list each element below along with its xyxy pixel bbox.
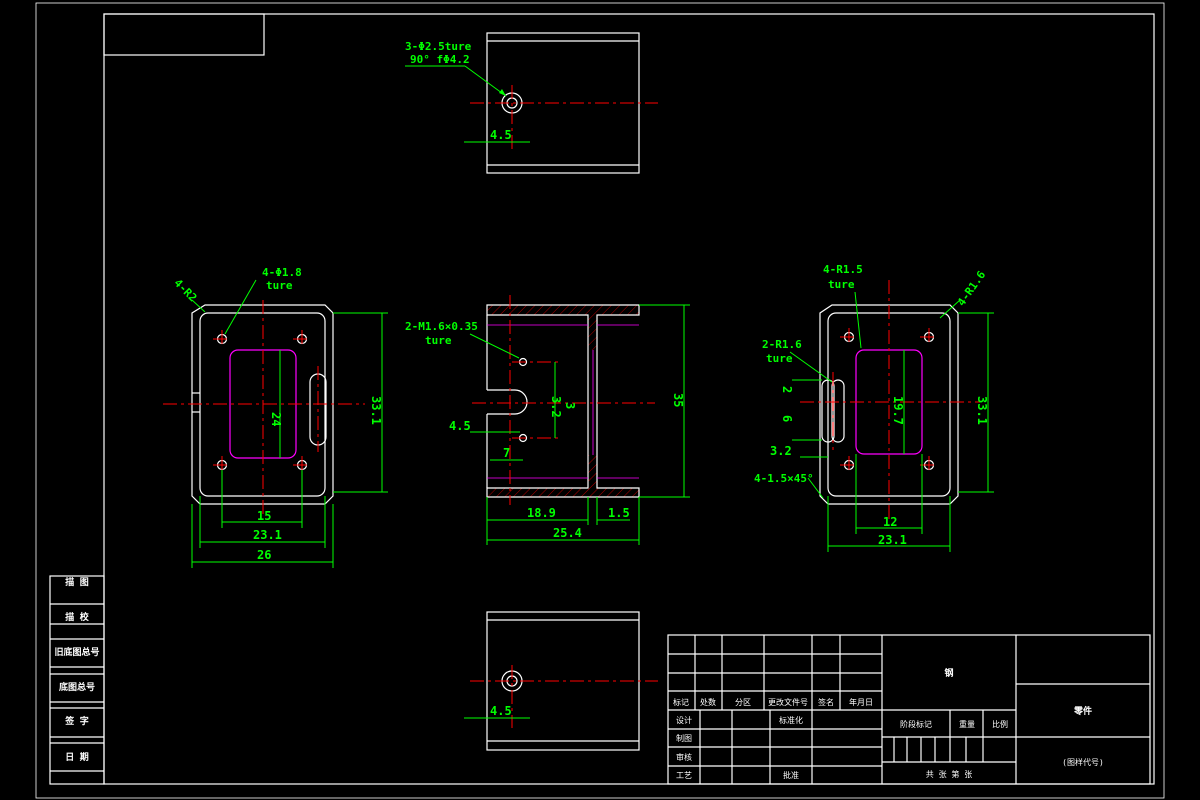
- sig-design: 设计: [676, 715, 692, 725]
- side-row-sign: 签 字: [64, 715, 88, 727]
- section-dim-height: 35: [671, 393, 685, 407]
- left-callout-chamfer: 4-R2: [171, 276, 199, 304]
- left-dim-slot-height: 24: [269, 412, 283, 426]
- right-dim-6: 6: [780, 415, 794, 422]
- side-row-date: 日 期: [65, 751, 88, 763]
- right-callout-slot-line1: 2-R1.6: [762, 338, 802, 351]
- section-callout-thread-line2: ture: [425, 334, 452, 347]
- sheet-border: [35, 2, 1165, 799]
- right-dim-slot-width: 12: [883, 515, 897, 529]
- rev-header-count: 处数: [700, 697, 716, 707]
- material-label: 钢: [944, 667, 953, 679]
- title-block: 标记 处数 分区 更改文件号 签名 年月日 设计 制图 审核 工艺 标准化 批准…: [667, 634, 1151, 785]
- section-callout-thread-line1: 2-M1.6×0.35: [405, 320, 478, 333]
- part-name-label: 零件: [1073, 705, 1092, 717]
- top-view: 3-Φ2.5ture 90° fΦ4.2 4.5: [405, 32, 658, 174]
- standardize-label: 标准化: [779, 715, 803, 725]
- right-dim-width: 23.1: [878, 533, 907, 547]
- sig-review: 审核: [676, 752, 692, 762]
- left-callout-holes-line1: 4-Φ1.8: [262, 266, 302, 279]
- drawing-number-label: (图样代号): [1062, 757, 1104, 767]
- right-callout-slot-line2: ture: [766, 352, 793, 365]
- right-dim-slot-height: 19.7: [891, 396, 905, 425]
- top-dim-offset: 4.5: [490, 128, 512, 142]
- right-dim-chamfer: 4-1.5×45°: [754, 472, 814, 485]
- left-view: 4-R2 4-Φ1.8 ture 24 33.1 15 23.1 26: [163, 266, 388, 568]
- weight-label: 重量: [959, 719, 975, 729]
- section-view: 2-M1.6×0.35 ture 3.2 3 35 4.5 7 18.9 1.5…: [405, 295, 690, 545]
- section-dim-hole-offset: 7: [503, 446, 510, 460]
- left-dim-width: 26: [257, 548, 271, 562]
- sig-process: 工艺: [676, 771, 692, 780]
- bottom-dim-offset: 4.5: [490, 704, 512, 718]
- rev-header-doc: 更改文件号: [768, 697, 808, 707]
- section-dim-wall: 1.5: [608, 506, 630, 520]
- side-table: 描 图 描 校 旧底图总号 底图总号 签 字 日 期: [49, 575, 105, 785]
- rev-header-date: 年月日: [849, 697, 873, 707]
- right-view: 4-R1.5 ture 4-R1.6 2-R1.6 ture 2 6 3.2 4…: [754, 263, 994, 552]
- right-dim-3-2: 3.2: [770, 444, 792, 458]
- section-dim-slot-depth: 4.5: [449, 419, 471, 433]
- right-callout-r-line2: ture: [828, 278, 855, 291]
- side-row-trace: 描 图: [65, 576, 88, 588]
- right-dim-height: 33.1: [975, 396, 989, 425]
- left-dim-height: 33.1: [369, 396, 383, 425]
- side-row-base: 底图总号: [59, 681, 95, 693]
- rev-header-mark: 标记: [673, 697, 689, 707]
- right-callout-r2: 4-R1.6: [955, 268, 989, 308]
- left-dim-hole-pitch: 15: [257, 509, 271, 523]
- sheets-label: 共 张 第 张: [926, 769, 972, 779]
- section-dim-inner-length: 18.9: [527, 506, 556, 520]
- rev-header-sign: 签名: [818, 697, 834, 707]
- side-row-trace-check: 描 校: [65, 611, 89, 623]
- bottom-view: 4.5: [464, 611, 658, 751]
- top-left-box: [103, 13, 265, 56]
- top-callout-line1: 3-Φ2.5ture: [405, 40, 472, 53]
- rev-header-zone: 分区: [735, 698, 751, 707]
- section-dim-slot-width: 3: [563, 402, 577, 409]
- scale-label: 比例: [992, 719, 1008, 729]
- sig-drawing: 制图: [676, 733, 692, 743]
- stage-mark-label: 阶段标记: [900, 719, 932, 729]
- section-dim-hole-spacing: 3.2: [549, 396, 563, 418]
- top-callout-line2: 90° fΦ4.2: [410, 53, 470, 66]
- approve-label: 批准: [783, 770, 799, 780]
- section-dim-length: 25.4: [553, 526, 582, 540]
- right-callout-r-line1: 4-R1.5: [823, 263, 863, 276]
- side-row-old-base: 旧底图总号: [54, 646, 99, 658]
- right-dim-2: 2: [780, 386, 794, 393]
- left-callout-holes-line2: ture: [266, 279, 293, 292]
- left-dim-inner-width: 23.1: [253, 528, 282, 542]
